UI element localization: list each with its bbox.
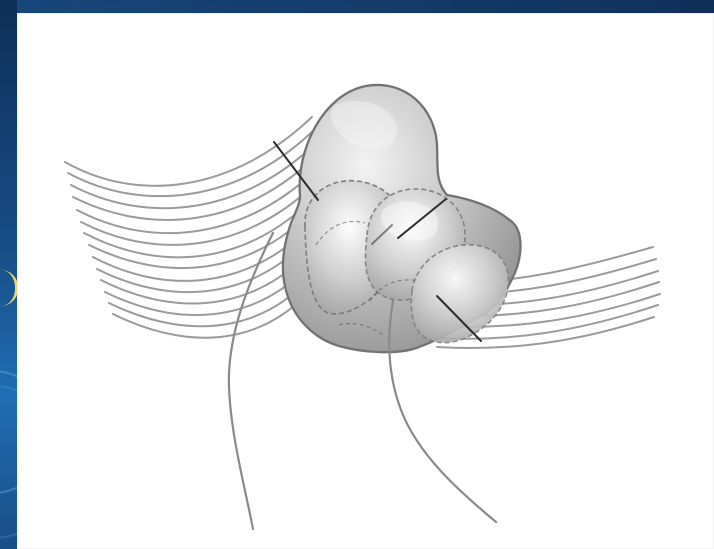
left-strand — [229, 233, 273, 529]
left-accent-strip — [0, 0, 17, 549]
illustration-panel — [17, 13, 714, 549]
anatomical-illustration — [17, 13, 714, 549]
main-mass-group — [283, 85, 521, 352]
yellow-edge-mark — [1, 270, 18, 306]
